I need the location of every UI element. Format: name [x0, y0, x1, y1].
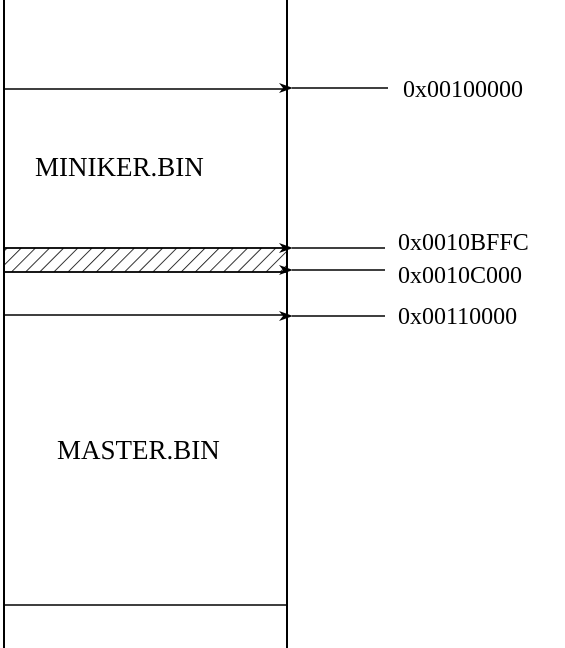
address-label-0x0010C000: 0x0010C000: [398, 263, 522, 289]
segment-label-master: MASTER.BIN: [57, 435, 220, 465]
address-label-0x00100000: 0x00100000: [403, 77, 523, 103]
hatched-guard-region: [3, 247, 288, 273]
address-label-0x0010BFFC: 0x0010BFFC: [398, 230, 529, 256]
address-label-0x00110000: 0x00110000: [398, 304, 517, 330]
segment-label-miniker: MINIKER.BIN: [35, 152, 204, 182]
